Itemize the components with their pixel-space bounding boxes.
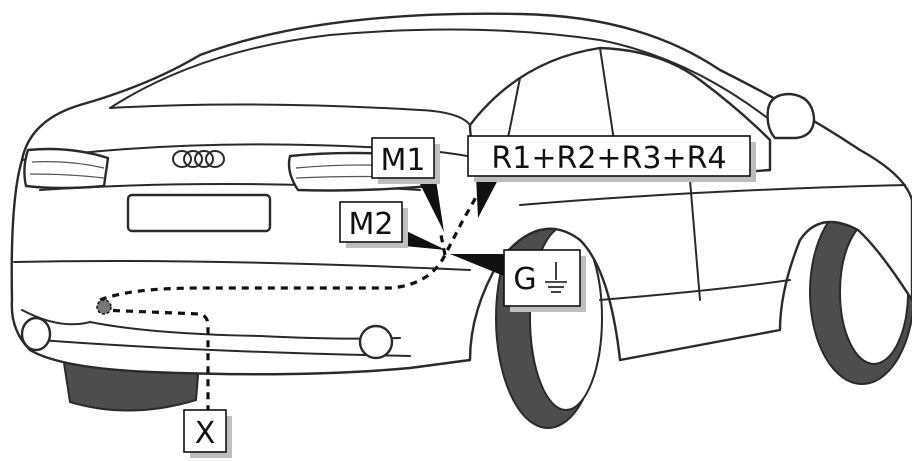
main-harness-line <box>99 189 482 302</box>
g-pointer <box>450 254 504 276</box>
lower-harness-line <box>99 308 210 412</box>
label-m2-text: M2 <box>349 207 394 242</box>
label-m1: M1 <box>371 137 440 184</box>
four-rings-logo <box>172 150 225 168</box>
m2-pointer <box>400 228 446 250</box>
label-r-text: R1+R2+R3+R4 <box>491 141 726 176</box>
left-exhaust <box>20 316 52 352</box>
wiring-lines <box>96 189 482 412</box>
label-m1-text: M1 <box>381 143 426 178</box>
label-m2: M2 <box>339 201 408 248</box>
label-x-text: X <box>195 416 216 451</box>
ground-symbol-icon <box>545 262 567 293</box>
m1-pointer <box>418 180 444 232</box>
right-exhaust <box>358 324 394 360</box>
left-tail-light <box>23 147 110 190</box>
branch-line <box>438 229 447 256</box>
r-pointer <box>476 176 500 218</box>
license-plate <box>126 193 272 233</box>
label-g-text: G <box>513 262 536 297</box>
label-g: G <box>503 249 586 312</box>
label-x: X <box>183 409 232 458</box>
label-pointers <box>400 176 504 276</box>
connector-node <box>96 299 112 315</box>
label-r: R1+R2+R3+R4 <box>467 135 756 182</box>
side-mirror <box>766 92 816 140</box>
